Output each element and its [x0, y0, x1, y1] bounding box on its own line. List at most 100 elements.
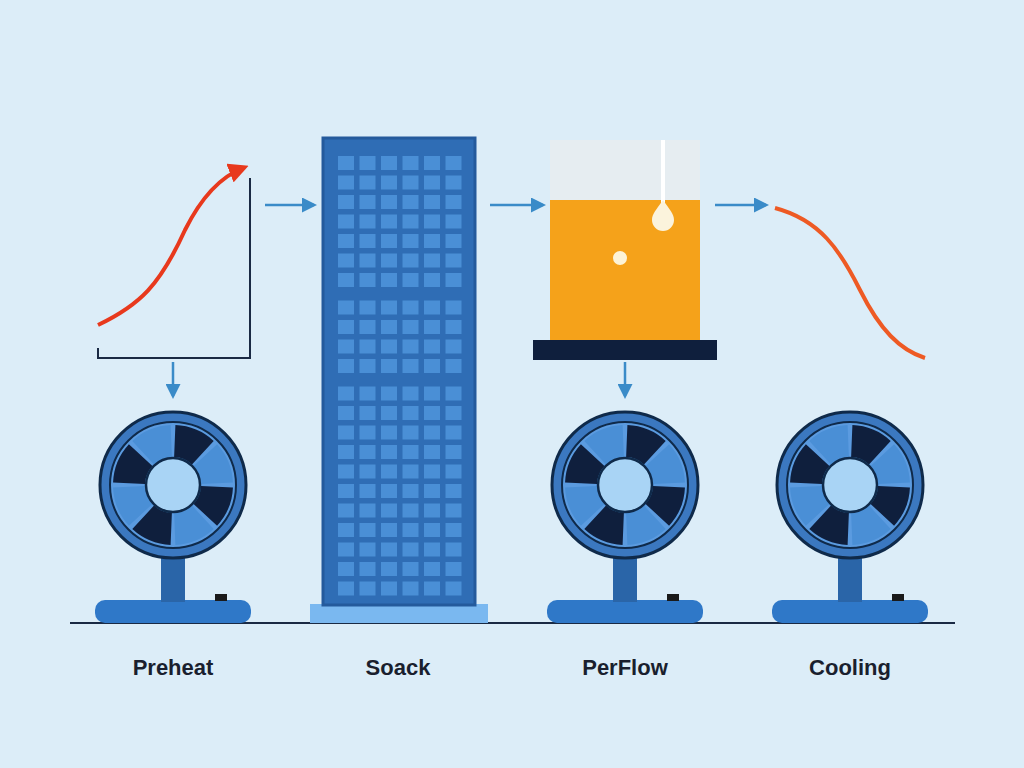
grid-cell [424, 484, 440, 498]
grid-cell [360, 215, 376, 229]
grid-cell [424, 176, 440, 190]
grid-cell [381, 426, 397, 440]
grid-cell [338, 426, 354, 440]
grid-cell [446, 301, 462, 315]
grid-cell [446, 445, 462, 459]
grid-cell [424, 406, 440, 420]
grid-cell [403, 320, 419, 334]
soak-tower [310, 138, 488, 623]
grid-cell [381, 484, 397, 498]
flow-arrow [624, 362, 627, 396]
grid-cell [403, 387, 419, 401]
grid-cell [424, 320, 440, 334]
grid-cell [403, 215, 419, 229]
grid-cell [403, 445, 419, 459]
grid-cell [338, 301, 354, 315]
grid-cell [360, 320, 376, 334]
grid-cell [403, 406, 419, 420]
grid-cell [360, 426, 376, 440]
grid-cell [338, 176, 354, 190]
grid-cell [381, 523, 397, 537]
grid-cell [338, 215, 354, 229]
grid-cell [381, 254, 397, 268]
grid-cell [338, 234, 354, 248]
grid-cell [360, 582, 376, 596]
grid-cell [446, 340, 462, 354]
grid-cell [338, 465, 354, 479]
grid-cell [446, 543, 462, 557]
grid-cell [338, 406, 354, 420]
grid-cell [381, 176, 397, 190]
grid-cell [338, 582, 354, 596]
grid-cell [446, 273, 462, 287]
grid-cell [424, 254, 440, 268]
grid-cell [403, 195, 419, 209]
grid-cell [381, 195, 397, 209]
grid-cell [338, 484, 354, 498]
grid-cell [381, 359, 397, 373]
grid-cell [424, 234, 440, 248]
grid-cell [360, 465, 376, 479]
grid-cell [446, 234, 462, 248]
grid-cell [446, 562, 462, 576]
grid-cell [381, 301, 397, 315]
grid-cell [360, 406, 376, 420]
grid-cell [403, 176, 419, 190]
grid-cell [381, 273, 397, 287]
grid-cell [381, 543, 397, 557]
grid-cell [338, 320, 354, 334]
grid-cell [360, 234, 376, 248]
grid-cell [446, 215, 462, 229]
grid-cell [446, 387, 462, 401]
preheat-chart [98, 168, 250, 358]
grid-cell [424, 523, 440, 537]
grid-cell [424, 195, 440, 209]
grid-cell [403, 465, 419, 479]
grid-cell [360, 273, 376, 287]
grid-cell [338, 359, 354, 373]
grid-cell [403, 273, 419, 287]
grid-cell [446, 426, 462, 440]
grid-cell [360, 254, 376, 268]
grid-cell [338, 445, 354, 459]
grid-cell [338, 562, 354, 576]
grid-cell [446, 156, 462, 170]
grid-cell [403, 359, 419, 373]
grid-cell [360, 445, 376, 459]
grid-cell [424, 445, 440, 459]
grid-cell [403, 484, 419, 498]
grid-cell [424, 582, 440, 596]
grid-cell [403, 582, 419, 596]
grid-cell [403, 426, 419, 440]
grid-cell [360, 387, 376, 401]
grid-cell [446, 359, 462, 373]
grid-cell [446, 254, 462, 268]
grid-cell [381, 387, 397, 401]
grid-cell [381, 320, 397, 334]
grid-cell [381, 215, 397, 229]
grid-cell [424, 301, 440, 315]
grid-cell [338, 543, 354, 557]
cooling-curve [775, 208, 925, 358]
grid-cell [446, 320, 462, 334]
grid-cell [381, 562, 397, 576]
grid-cell [424, 562, 440, 576]
grid-cell [424, 465, 440, 479]
stage-label: Preheat [133, 655, 214, 681]
grid-cell [403, 562, 419, 576]
grid-cell [338, 340, 354, 354]
grid-cell [381, 234, 397, 248]
grid-cell [403, 301, 419, 315]
grid-cell [403, 234, 419, 248]
fan-icon [772, 412, 928, 623]
grid-cell [446, 582, 462, 596]
grid-cell [424, 387, 440, 401]
grid-cell [360, 543, 376, 557]
stage-label: PerFlow [582, 655, 668, 681]
grid-cell [338, 195, 354, 209]
grid-cell [424, 340, 440, 354]
grid-cell [424, 215, 440, 229]
grid-cell [446, 176, 462, 190]
grid-cell [360, 156, 376, 170]
